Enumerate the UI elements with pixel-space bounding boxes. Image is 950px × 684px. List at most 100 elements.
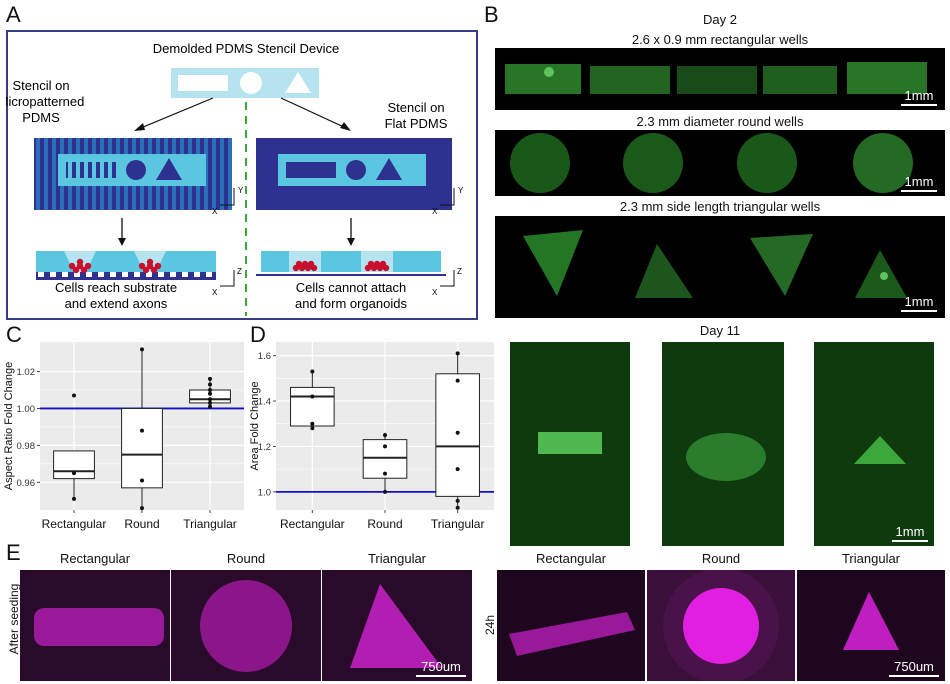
e-right-title-1: Round	[701, 551, 741, 566]
left-caption-line2: and extend axons	[65, 296, 168, 311]
box-triangular	[435, 373, 480, 497]
svg-text:Y: Y	[238, 186, 244, 195]
data-point	[208, 382, 212, 387]
right-cross-section	[256, 251, 446, 276]
right-caption-line1: Cells cannot attach	[296, 280, 407, 295]
y-axis-label: Aspect Ratio Fold Change	[3, 362, 15, 490]
data-point	[72, 393, 76, 398]
svg-text:Y: Y	[458, 186, 464, 195]
row-label-tri: 2.3 mm side length triangular wells	[619, 199, 821, 214]
e-row-label-24h: 24h	[483, 614, 497, 636]
data-point	[455, 378, 460, 383]
y-tick-label: 1.4	[258, 397, 271, 408]
data-point	[72, 471, 76, 476]
data-point	[310, 394, 315, 399]
data-point	[455, 351, 460, 356]
data-point	[310, 369, 315, 374]
svg-text:X: X	[212, 207, 218, 216]
scalebar-e-left: 750um	[416, 659, 466, 677]
y-tick-label: 1.02	[17, 367, 36, 378]
scalebar-tri: 1mm	[901, 294, 937, 312]
day11-title: Day 11	[699, 323, 741, 338]
panel-label-b: B	[484, 2, 499, 27]
scalebar-day11: 1mm	[892, 524, 928, 542]
x-tick-label: Round	[124, 517, 159, 531]
data-point	[208, 404, 212, 409]
box-rectangular	[290, 386, 335, 427]
x-tick-label: Round	[367, 517, 402, 531]
box-round	[121, 407, 163, 489]
left-label-line3: PDMS	[22, 110, 60, 125]
y-tick-label: 1.2	[258, 442, 271, 453]
y-tick-label: 1.00	[17, 404, 36, 415]
left-label-line2: Micropatterned	[6, 94, 84, 109]
image-tri-wells: 1mm	[495, 216, 945, 318]
micropatterned-substrate	[34, 138, 232, 210]
data-point	[208, 376, 212, 381]
data-point	[383, 489, 387, 494]
data-point	[208, 388, 212, 392]
data-point	[383, 433, 387, 438]
rect-wells-image	[505, 62, 927, 94]
e-left-title-1: Round	[226, 551, 266, 566]
y-tick-label: 0.96	[17, 478, 36, 489]
panel-label-c: C	[6, 322, 22, 347]
right-caption-line2: and form organoids	[295, 296, 408, 311]
x-tick-label: Rectangular	[42, 517, 107, 531]
right-label-line2: Flat PDMS	[385, 116, 448, 131]
e-image-after-rect	[20, 570, 170, 681]
e-image-24h-tri: 750um	[797, 570, 945, 681]
top-stencil	[171, 68, 319, 98]
y-tick-label: 1.6	[258, 351, 271, 362]
e-image-24h-round	[647, 570, 795, 681]
x-tick-label: Triangular	[431, 517, 485, 531]
left-label-line1: Stencil on	[12, 78, 69, 93]
panel-label-d: D	[250, 322, 266, 347]
svg-text:Z: Z	[457, 267, 462, 276]
data-point	[140, 347, 144, 352]
e-right-title-2: Triangular	[841, 551, 901, 566]
flat-substrate	[256, 138, 452, 210]
left-cross-section	[36, 251, 216, 280]
tri-wells-image	[523, 230, 907, 298]
left-caption-line1: Cells reach substrate	[55, 280, 177, 295]
scalebar-round: 1mm	[901, 174, 937, 192]
data-point	[310, 426, 315, 431]
row-label-round: 2.3 mm diameter round wells	[636, 114, 804, 129]
data-point	[208, 400, 212, 405]
e-right-title-0: Rectangular	[535, 551, 607, 566]
data-point	[383, 444, 387, 449]
image-rect-wells: 1mm	[495, 48, 945, 110]
e-row-label-after-seeding: After seeding	[7, 583, 21, 655]
svg-text:Z: Z	[237, 267, 242, 276]
row-label-rect: 2.6 x 0.9 mm rectangular wells	[631, 32, 809, 47]
e-left-title-2: Triangular	[367, 551, 427, 566]
data-point	[208, 397, 212, 402]
data-point	[72, 496, 76, 501]
schematic-title: Demolded PDMS Stencil Device	[153, 41, 339, 56]
data-point	[455, 498, 460, 503]
e-left-title-0: Rectangular	[59, 551, 131, 566]
data-point	[455, 505, 460, 510]
e-image-after-tri: 750um	[322, 570, 472, 681]
y-tick-label: 1.0	[258, 487, 271, 498]
day11-image-tri: 1mm	[814, 342, 934, 546]
day2-title: Day 2	[703, 12, 737, 27]
data-point	[455, 430, 460, 435]
svg-text:X: X	[432, 207, 438, 216]
day11-image-round	[662, 342, 784, 546]
data-point	[140, 506, 144, 511]
panel-label-a: A	[6, 2, 21, 27]
data-point	[140, 428, 144, 433]
image-round-wells: 1mm	[495, 130, 945, 196]
data-point	[455, 467, 460, 472]
data-point	[310, 421, 315, 426]
data-point	[208, 391, 212, 396]
y-tick-label: 0.98	[17, 441, 36, 452]
svg-text:X: X	[212, 288, 218, 297]
panel-label-e: E	[6, 540, 21, 565]
e-image-24h-rect	[497, 570, 645, 681]
day11-image-rect	[510, 342, 630, 546]
y-axis-label: Area Fold Change	[249, 381, 261, 470]
